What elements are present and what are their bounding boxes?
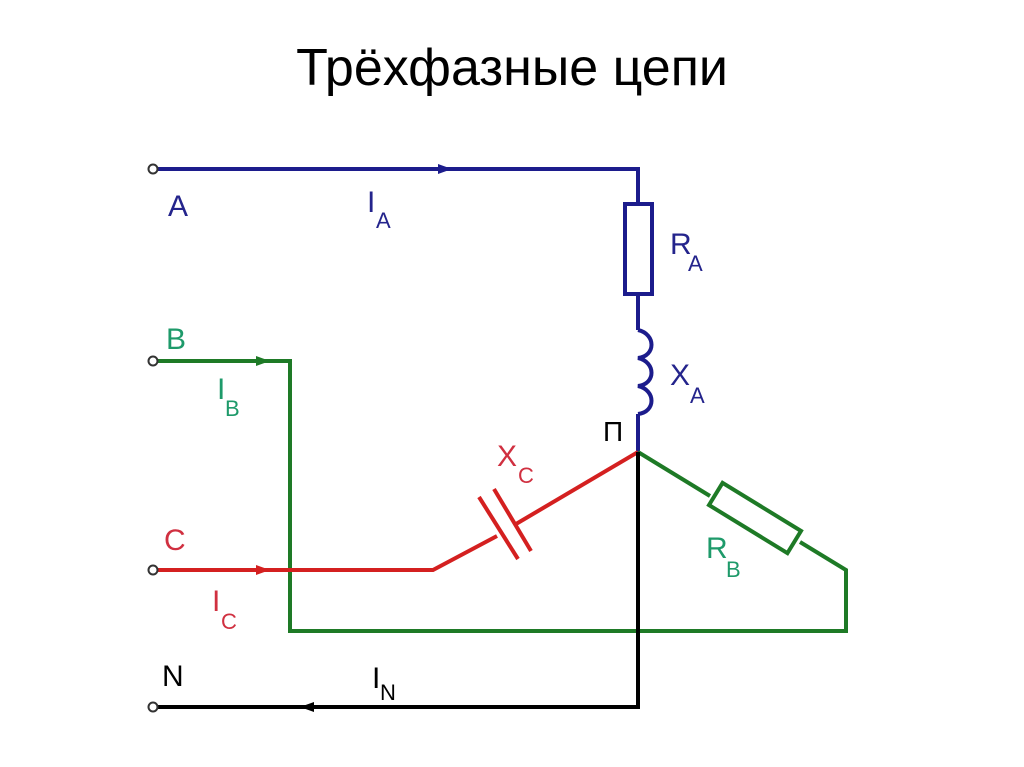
resistor-ra-icon: [623, 202, 654, 296]
svg-text:I: I: [217, 373, 225, 406]
svg-text:A: A: [690, 383, 705, 408]
svg-text:R: R: [670, 228, 692, 261]
label-terminal-b: B: [166, 323, 186, 356]
label-resistor-rb: R B: [706, 532, 741, 582]
label-terminal-c: C: [164, 524, 186, 557]
label-capacitor-xc: X C: [497, 440, 534, 488]
terminal-a-icon: [147, 163, 159, 175]
label-terminal-n: N: [162, 660, 184, 693]
svg-text:R: R: [706, 532, 728, 565]
svg-text:B: B: [225, 396, 240, 421]
terminal-b-icon: [147, 355, 159, 367]
svg-text:C: C: [518, 463, 534, 488]
label-resistor-ra: R A: [670, 228, 703, 276]
svg-text:X: X: [497, 440, 517, 473]
slide-title: Трёхфазные цепи: [296, 39, 728, 97]
svg-text:A: A: [688, 251, 703, 276]
resistor-rb-icon: [706, 480, 804, 556]
svg-text:X: X: [670, 359, 690, 392]
svg-text:I: I: [212, 585, 220, 618]
terminal-c-icon: [147, 564, 159, 576]
neutral-wire: [158, 452, 640, 712]
svg-text:C: C: [221, 609, 237, 634]
inductor-xa-icon: [637, 328, 654, 416]
phase-c-wire: [158, 450, 640, 575]
label-current-ia: I A: [367, 186, 391, 233]
svg-text:N: N: [380, 680, 396, 705]
svg-text:I: I: [367, 186, 375, 219]
label-current-ib: I B: [217, 373, 240, 421]
label-inductor-xa: X A: [670, 359, 705, 408]
label-terminal-a: A: [168, 190, 188, 223]
label-neutral-node: П: [603, 416, 623, 447]
label-current-ic: I C: [212, 585, 237, 634]
svg-text:A: A: [376, 208, 391, 233]
capacitor-xc-icon: [477, 487, 533, 561]
label-current-in: I N: [372, 662, 396, 705]
svg-text:I: I: [372, 662, 380, 695]
terminal-n-icon: [147, 701, 159, 713]
phase-a-wire: [158, 164, 654, 452]
phase-b-wire: [158, 356, 848, 633]
svg-text:B: B: [726, 557, 741, 582]
